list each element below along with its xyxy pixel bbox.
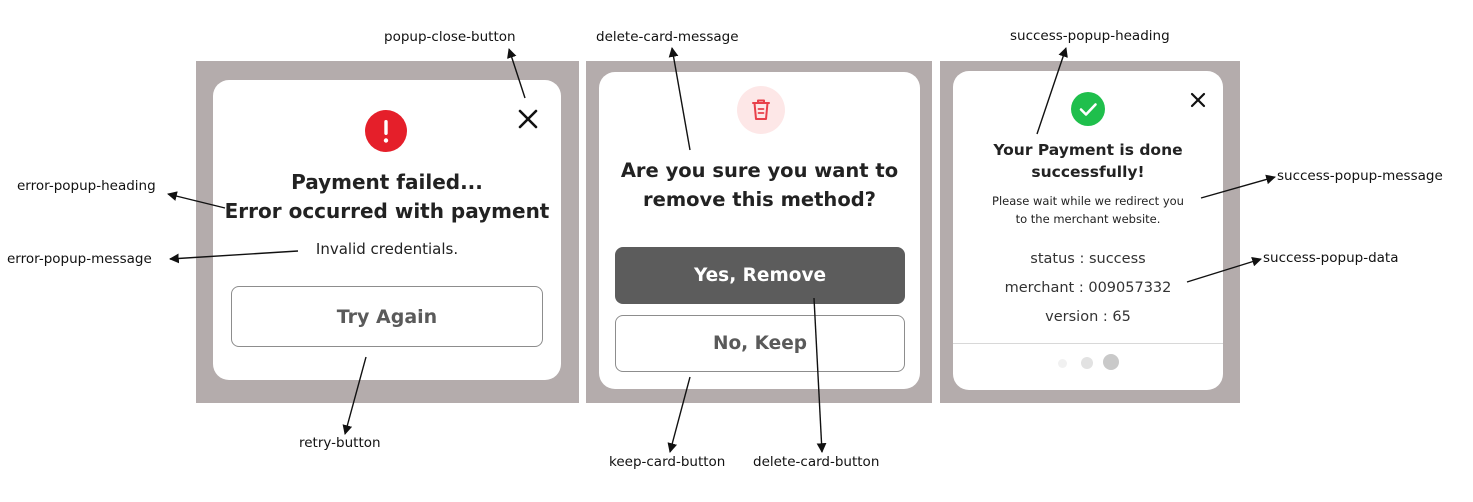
error-popup-message: Invalid credentials. bbox=[315, 240, 459, 258]
close-icon[interactable] bbox=[1189, 91, 1207, 109]
annotation-popup-close-button: popup-close-button bbox=[384, 29, 516, 45]
pager-dot[interactable] bbox=[1058, 359, 1067, 368]
success-popup-message: Please wait while we redirect you to the… bbox=[953, 192, 1223, 228]
delete-card-popup: Are you sure you want to remove this met… bbox=[599, 72, 920, 389]
error-heading-line-1: Payment failed... bbox=[291, 170, 483, 194]
status-value: status : success bbox=[1030, 251, 1146, 267]
error-heading-line-2: Error occurred with payment bbox=[224, 199, 550, 223]
annotation-success-popup-data: success-popup-data bbox=[1263, 250, 1399, 266]
version-value: version : 65 bbox=[1045, 309, 1131, 325]
annotation-delete-card-button: delete-card-button bbox=[753, 454, 880, 470]
delete-card-message: Are you sure you want to remove this met… bbox=[599, 156, 920, 214]
delete-question-line-1: Are you sure you want to bbox=[620, 159, 899, 182]
annotation-success-popup-message: success-popup-message bbox=[1277, 168, 1443, 184]
annotation-error-popup-message: error-popup-message bbox=[7, 251, 152, 267]
annotation-delete-card-message: delete-card-message bbox=[596, 29, 739, 45]
annotation-success-popup-heading: success-popup-heading bbox=[1010, 28, 1170, 44]
success-popup-heading: Your Payment is done successfully! bbox=[953, 139, 1223, 183]
check-icon bbox=[1071, 92, 1105, 126]
annotation-error-popup-heading: error-popup-heading bbox=[17, 178, 156, 194]
annotation-retry-button: retry-button bbox=[299, 435, 381, 451]
success-popup-data: status : success merchant : 009057332 ve… bbox=[953, 245, 1223, 332]
success-heading-line-2: successfully! bbox=[1031, 163, 1145, 181]
trash-icon bbox=[737, 86, 785, 134]
success-popup: Your Payment is done successfully! Pleas… bbox=[953, 71, 1223, 390]
alert-icon bbox=[365, 110, 407, 152]
pager-dot-active[interactable] bbox=[1103, 354, 1119, 370]
error-popup-backdrop: Payment failed... Error occurred with pa… bbox=[196, 61, 579, 403]
close-icon[interactable] bbox=[516, 107, 540, 131]
merchant-value: merchant : 009057332 bbox=[1004, 280, 1172, 296]
success-message-line-1: Please wait while we redirect you bbox=[992, 194, 1184, 208]
success-popup-backdrop: Your Payment is done successfully! Pleas… bbox=[940, 61, 1240, 403]
success-heading-line-1: Your Payment is done bbox=[993, 141, 1183, 159]
delete-card-button[interactable]: Yes, Remove bbox=[615, 247, 905, 304]
annotation-keep-card-button: keep-card-button bbox=[609, 454, 726, 470]
error-popup: Payment failed... Error occurred with pa… bbox=[213, 80, 561, 380]
retry-button[interactable]: Try Again bbox=[231, 286, 543, 347]
pager-dot[interactable] bbox=[1081, 357, 1093, 369]
error-popup-heading: Payment failed... Error occurred with pa… bbox=[213, 168, 561, 226]
divider bbox=[953, 343, 1223, 344]
delete-question-line-2: remove this method? bbox=[643, 188, 876, 211]
success-message-line-2: to the merchant website. bbox=[1015, 212, 1161, 226]
keep-card-button[interactable]: No, Keep bbox=[615, 315, 905, 372]
delete-popup-backdrop: Are you sure you want to remove this met… bbox=[586, 61, 932, 403]
